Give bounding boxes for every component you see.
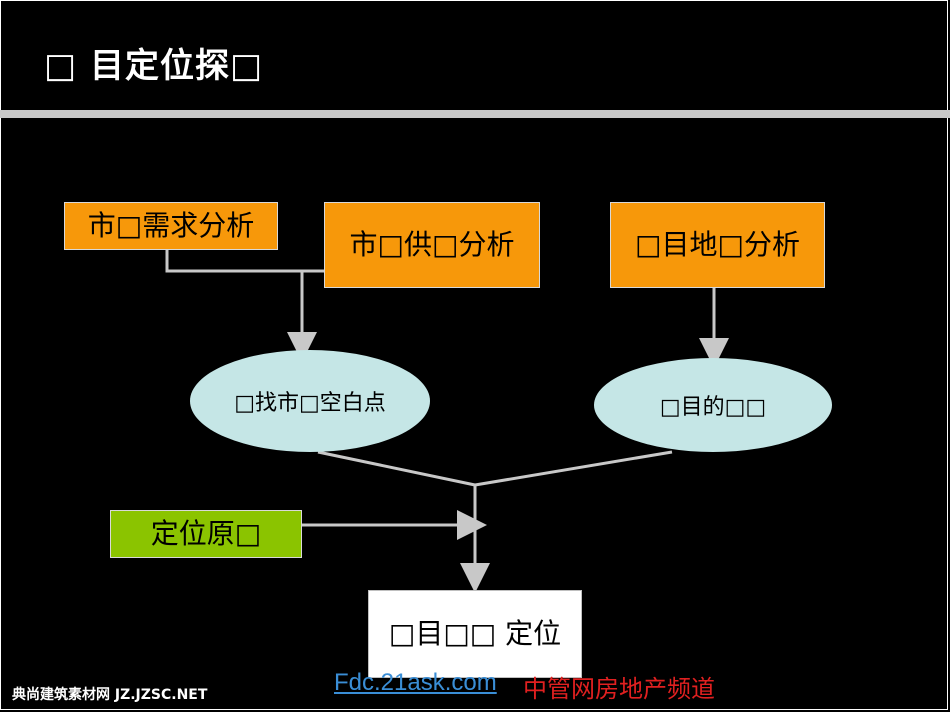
slide-title: □ 目定位探□ xyxy=(44,46,264,86)
node-market-demand: 市□需求分析 xyxy=(64,202,278,250)
node-market-supply: 市□供□分析 xyxy=(324,202,540,288)
footer-channel-text: 中管网房地产频道 xyxy=(523,675,715,703)
footer-watermark: 典尚建筑素材网 JZ.JZSC.NET xyxy=(12,687,208,703)
connector-find-gap-merge xyxy=(317,450,476,487)
node-find-gap: □找市□空白点 xyxy=(190,350,430,452)
node-project-goal: □目的□□ xyxy=(594,358,832,452)
node-result: □目□□ 定位 xyxy=(368,590,582,678)
footer-link[interactable]: Fdc.21ask.com xyxy=(334,669,497,696)
connector-project-goal-merge xyxy=(474,450,673,487)
node-positioning-principle: 定位原□ xyxy=(110,510,302,558)
title-divider xyxy=(0,110,950,118)
node-site-analysis: □目地□分析 xyxy=(610,202,825,288)
